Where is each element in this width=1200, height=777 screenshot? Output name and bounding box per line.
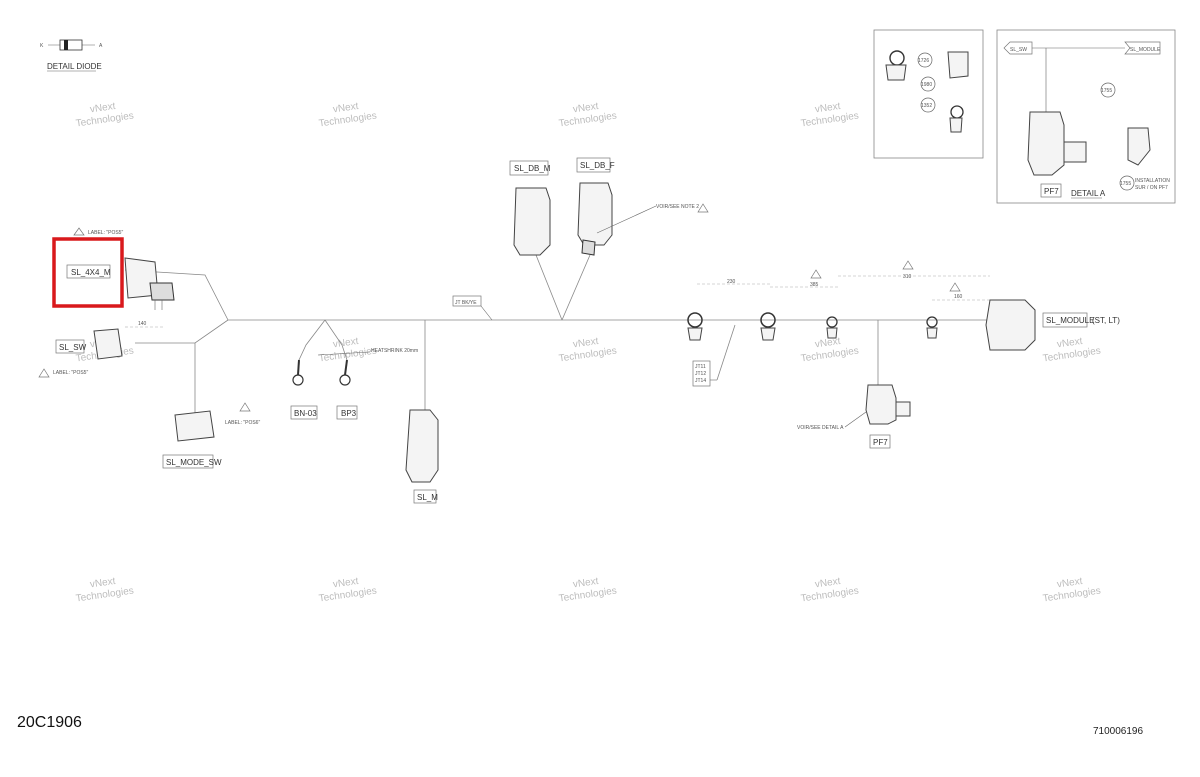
connector-sl-sw[interactable]: SL_SW LABEL: "POS5": [38, 328, 123, 378]
note-heatshrink: HEATSHRINK 20mm: [371, 348, 418, 354]
part-number: 710006196: [1093, 726, 1143, 737]
watermark-line1: vNext: [1056, 576, 1083, 590]
detail-a-installation-2: SUR / ON PF7: [1135, 185, 1168, 191]
watermark-line1: vNext: [814, 576, 841, 590]
detail-a-1755-top: 1755: [1101, 88, 1112, 94]
detail-a-installation-1: INSTALLATION: [1135, 178, 1170, 184]
connector-pf7[interactable]: PF7 VOIR/SEE DETAIL A: [797, 384, 911, 449]
note-label-pos5-top: LABEL: "POS5": [88, 230, 123, 236]
label-sl-module: SL_MODULE: [1046, 316, 1094, 325]
watermark-line1: vNext: [572, 576, 599, 590]
label-sl-module-suffix: (ST, LT): [1092, 316, 1120, 325]
detail-a-pf7: PF7: [1044, 187, 1059, 196]
label-clip-1980: 1980: [921, 82, 932, 88]
label-sl-mode-sw: SL_MODE_SW: [166, 458, 222, 467]
note-label-pos5-bottom: LABEL: "POS5": [53, 370, 88, 376]
detail-diode: K A DETAIL DIODE: [40, 39, 103, 72]
connector-sl-4x4-m[interactable]: SL_4X4_M LABEL: "POS5": [52, 227, 175, 310]
detail-a-sl-sw: SL_SW: [1010, 47, 1027, 53]
connector-sl-db-m[interactable]: SL_DB_M: [509, 160, 551, 256]
watermark-line1: vNext: [89, 101, 116, 115]
clip-2[interactable]: [760, 312, 776, 341]
watermark-line1: vNext: [814, 336, 841, 350]
detail-a-sl-module: SL_MODULE: [1130, 47, 1161, 53]
note-jt-bkye: JT BK/YE: [452, 295, 493, 321]
watermark-line1: vNext: [572, 336, 599, 350]
detail-a-title: DETAIL A: [1071, 189, 1106, 198]
note-label-pos6: LABEL: "POS6": [225, 420, 260, 426]
highlight-box: [52, 237, 124, 308]
connector-sl-mode-sw[interactable]: SL_MODE_SW LABEL: "POS6": [162, 402, 260, 469]
note-triangles: [810, 260, 961, 292]
watermark-line1: vNext: [1056, 336, 1083, 350]
watermark-line1: vNext: [89, 576, 116, 590]
detail-clips-box: 1726 1980 1352: [873, 29, 984, 159]
label-clip-1726: 1726: [918, 58, 929, 64]
diode-a-label: A: [99, 43, 103, 49]
label-jt12: JT12: [695, 371, 706, 377]
label-sl-m: SL_M: [417, 493, 438, 502]
label-sl-db-f: SL_DB_F: [580, 161, 615, 170]
label-jt11: JT11: [695, 364, 706, 370]
note-voir-detail-a: VOIR/SEE DETAIL A: [797, 425, 844, 431]
terminal-bn-03[interactable]: BN-03: [290, 359, 318, 420]
label-sl-db-m: SL_DB_M: [514, 164, 551, 173]
note-voir-note2: VOIR/SEE NOTE 2: [656, 204, 699, 210]
label-sl-4x4-m: SL_4X4_M: [71, 268, 111, 277]
label-clip-1352: 1352: [921, 103, 932, 109]
connector-sl-m[interactable]: SL_M: [405, 409, 439, 504]
connector-sl-module[interactable]: SL_MODULE (ST, LT): [985, 299, 1120, 351]
watermark-line1: vNext: [332, 101, 359, 115]
detail-diode-title: DETAIL DIODE: [47, 62, 102, 71]
watermark-line1: vNext: [572, 101, 599, 115]
dimension-385: 385: [810, 282, 819, 288]
watermark-line1: vNext: [332, 336, 359, 350]
dimension-lines: 140 230 385 310 160: [125, 274, 990, 328]
terminal-bp3[interactable]: BP3 HEATSHRINK 20mm: [317, 348, 418, 420]
dimension-140: 140: [138, 321, 147, 327]
watermark-line1: vNext: [332, 576, 359, 590]
label-sl-sw: SL_SW: [59, 343, 87, 352]
drawing-code: 20C1906: [17, 714, 82, 731]
dimension-310: 310: [903, 274, 912, 280]
label-pf7: PF7: [873, 438, 888, 447]
label-bp3: BP3: [341, 409, 357, 418]
detail-a-1755-bottom: 1755: [1120, 181, 1131, 187]
clip-4[interactable]: [926, 316, 938, 339]
diode-k-label: K: [40, 43, 44, 49]
svg-text:JT BK/YE: JT BK/YE: [455, 300, 477, 306]
dimension-160: 160: [954, 294, 963, 300]
connector-sl-db-f[interactable]: SL_DB_F VOIR/SEE NOTE 2: [576, 157, 709, 256]
detail-a-box: SL_SW SL_MODULE 1755 1755 INSTALLATION S…: [996, 29, 1176, 204]
watermark-line1: vNext: [814, 101, 841, 115]
dimension-230: 230: [727, 279, 736, 285]
label-bn-03: BN-03: [294, 409, 317, 418]
clip-1[interactable]: [687, 312, 703, 341]
junction-labels: JT11 JT12 JT14: [692, 360, 711, 387]
clip-3[interactable]: [826, 316, 838, 339]
label-jt14: JT14: [695, 378, 706, 384]
harness-wires: [124, 254, 990, 425]
